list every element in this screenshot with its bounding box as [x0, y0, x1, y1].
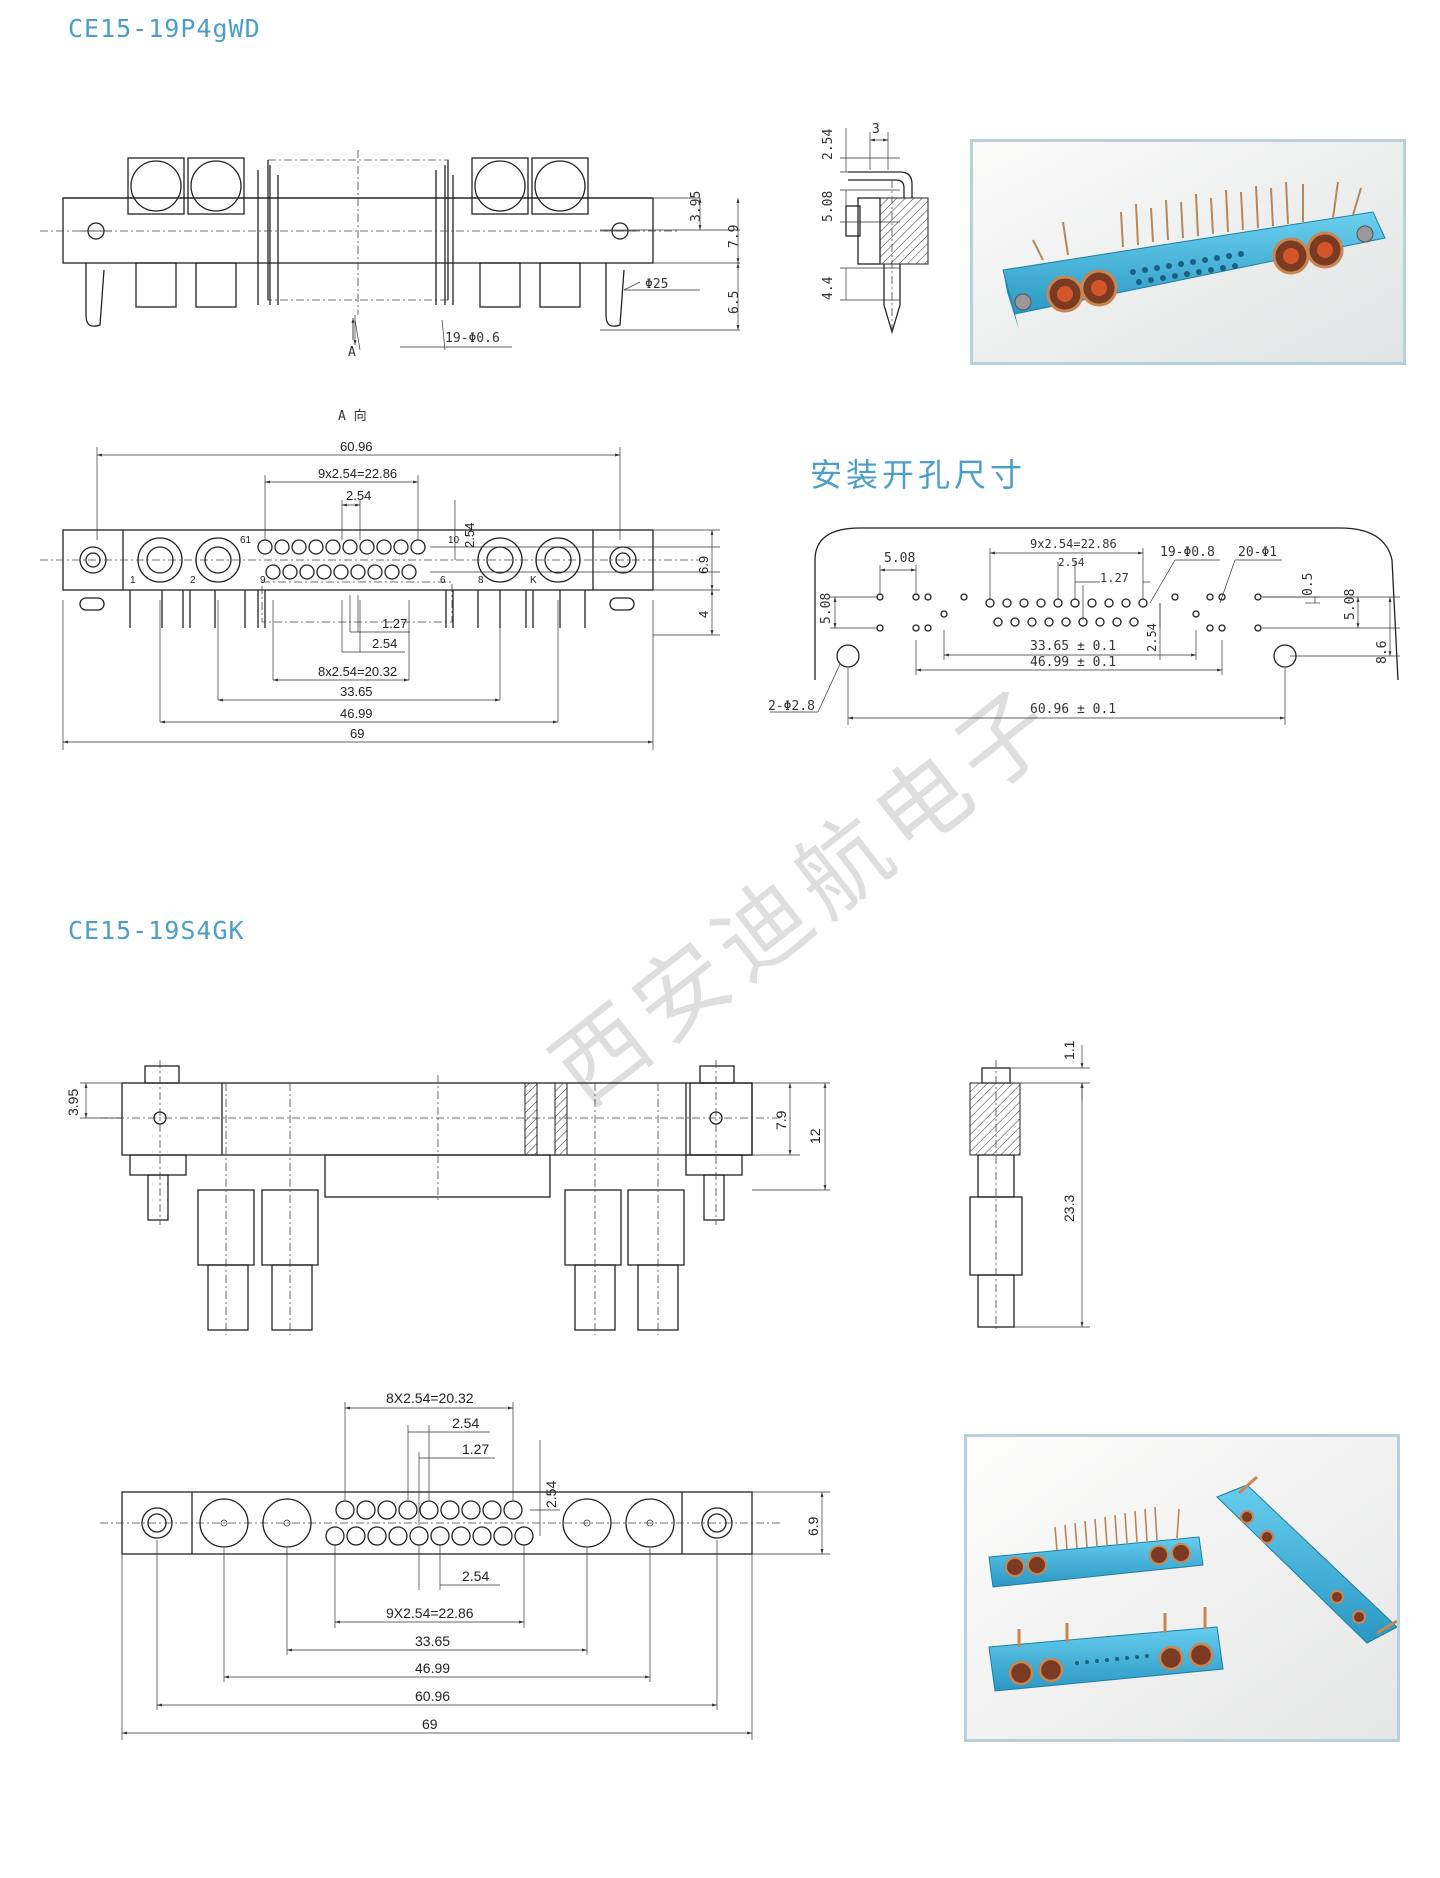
s1-front-dim-8x254: 8x2.54=20.32 — [318, 664, 397, 679]
section-title-1: CE15-19P4gWD — [68, 14, 261, 43]
s1-front-dim-69: 6.9 — [696, 556, 711, 574]
s1-front-dim-9x254: 9x2.54=22.86 — [318, 466, 397, 481]
s1-mount-dim-20phi1: 20-Φ1 — [1238, 545, 1277, 560]
s2-front-dim-top-254: 2.54 — [452, 1415, 479, 1431]
s1-mount-dim-508-r: 5.08 — [1343, 589, 1358, 620]
connector-photo-2 — [964, 1434, 1400, 1742]
s1-end-dim-508: 5.08 — [821, 191, 836, 222]
s1-pin-label-9: 9 — [260, 575, 266, 586]
s1-front-dim-right-254: 2.54 — [462, 523, 477, 548]
s1-pin-label-1: 1 — [130, 575, 136, 586]
s1-end-view: 2.54 3 5.08 4.4 — [821, 122, 929, 335]
s2-side-dim-12: 12 — [807, 1128, 823, 1144]
s1-front-dim-127: 1.27 — [382, 616, 407, 631]
s1-pin-label-8: 8 — [478, 575, 484, 586]
s1-front-dim-bot-69: 69 — [350, 726, 364, 741]
s1-side-view: 3.95 7.9 6.5 Φ25 19-Φ0.6 A — [40, 150, 742, 360]
s1-mount-dim-6096: 60.96 ± 0.1 — [1030, 702, 1116, 717]
section-title-2: CE15-19S4GK — [68, 916, 245, 945]
s1-mounting-holes: 5.08 9x2.54=22.86 2.54 1.27 19-Φ0.8 20-Φ… — [768, 527, 1400, 725]
s2-side-view: 3.95 7.9 12 — [65, 1060, 830, 1335]
s1-pin-label-10: 10 — [448, 535, 460, 546]
s1-front-dim-top-254: 2.54 — [346, 488, 371, 503]
s1-mount-dim-254: 2.54 — [1058, 556, 1085, 569]
s1-mount-dim-19phi08: 19-Φ0.8 — [1160, 545, 1215, 560]
s1-pin-label-6: 6 — [440, 575, 446, 586]
s1-mount-dim-127: 1.27 — [1100, 571, 1129, 585]
mounting-hole-title: 安装开孔尺寸 — [810, 456, 1027, 494]
s1-end-dim-44: 4.4 — [821, 276, 836, 300]
s2-front-dim-4699: 46.99 — [415, 1660, 450, 1676]
s2-front-dim-right-254: 2.54 — [543, 1481, 559, 1508]
s1-mount-dim-9x254: 9x2.54=22.86 — [1030, 537, 1117, 551]
s1-front-dim-4: 4 — [696, 611, 711, 618]
s2-front-dim-3365: 33.65 — [415, 1633, 450, 1649]
s2-end-view: 1.1 23.3 — [969, 1040, 1090, 1330]
s1-view-label: A 向 — [338, 408, 367, 424]
s1-front-dim-4699: 46.99 — [340, 706, 373, 721]
s1-mount-dim-4699: 46.99 ± 0.1 — [1030, 655, 1116, 670]
s2-front-view: 8X2.54=20.32 2.54 1.27 2.54 6.9 2.54 9X2… — [100, 1390, 830, 1740]
s1-mount-dim-05: 0.5 — [1301, 573, 1316, 596]
s1-mount-dim-254-v: 2.54 — [1145, 623, 1159, 652]
s1-side-dim-79: 7.9 — [727, 225, 742, 248]
s2-front-dim-127: 1.27 — [462, 1441, 489, 1457]
connector-photo-1-art — [973, 142, 1403, 362]
s2-front-dim-69: 6.9 — [805, 1516, 821, 1536]
s2-end-dim-11: 1.1 — [1061, 1040, 1077, 1060]
s1-mount-dim-508: 5.08 — [884, 551, 915, 566]
s1-front-dim-6096: 60.96 — [340, 439, 373, 454]
s1-pin-label-2: 2 — [190, 575, 196, 586]
s2-side-dim-395: 3.95 — [65, 1089, 81, 1116]
s2-end-dim-233: 23.3 — [1061, 1195, 1077, 1222]
s1-side-dim-phi25: Φ25 — [645, 277, 668, 292]
s1-side-dim-395: 3.95 — [689, 191, 704, 222]
s1-end-dim-3: 3 — [872, 122, 880, 137]
s1-front-dim-bot-254: 2.54 — [372, 636, 397, 651]
connector-photo-2-art — [967, 1437, 1397, 1739]
s1-side-dim-65: 6.5 — [727, 291, 742, 314]
s2-front-dim-bot-69: 69 — [422, 1716, 438, 1732]
s2-front-dim-bot-254: 2.54 — [462, 1568, 489, 1584]
s1-mount-dim-86: 8.6 — [1375, 641, 1390, 664]
s1-front-dim-3365: 33.65 — [340, 684, 373, 699]
s2-front-dim-6096: 60.96 — [415, 1688, 450, 1704]
connector-photo-1 — [970, 139, 1406, 365]
s2-side-dim-79: 7.9 — [773, 1110, 789, 1130]
s1-mount-dim-508-l: 5.08 — [819, 593, 834, 624]
s2-front-dim-8x254: 8X2.54=20.32 — [386, 1390, 474, 1406]
s1-end-dim-254: 2.54 — [821, 129, 836, 160]
s1-front-view: A 向 61 10 1 9 — [40, 408, 720, 750]
s2-front-dim-9x254: 9X2.54=22.86 — [386, 1605, 474, 1621]
s1-pin-label-61: 61 — [240, 535, 252, 546]
s1-pin-label-k: K — [530, 575, 537, 586]
s1-mount-dim-2phi28: 2-Φ2.8 — [768, 699, 815, 714]
s1-side-dim-19phi06: 19-Φ0.6 — [445, 331, 500, 346]
s1-view-marker: A — [348, 345, 356, 360]
s1-mount-dim-3365: 33.65 ± 0.1 — [1030, 639, 1116, 654]
